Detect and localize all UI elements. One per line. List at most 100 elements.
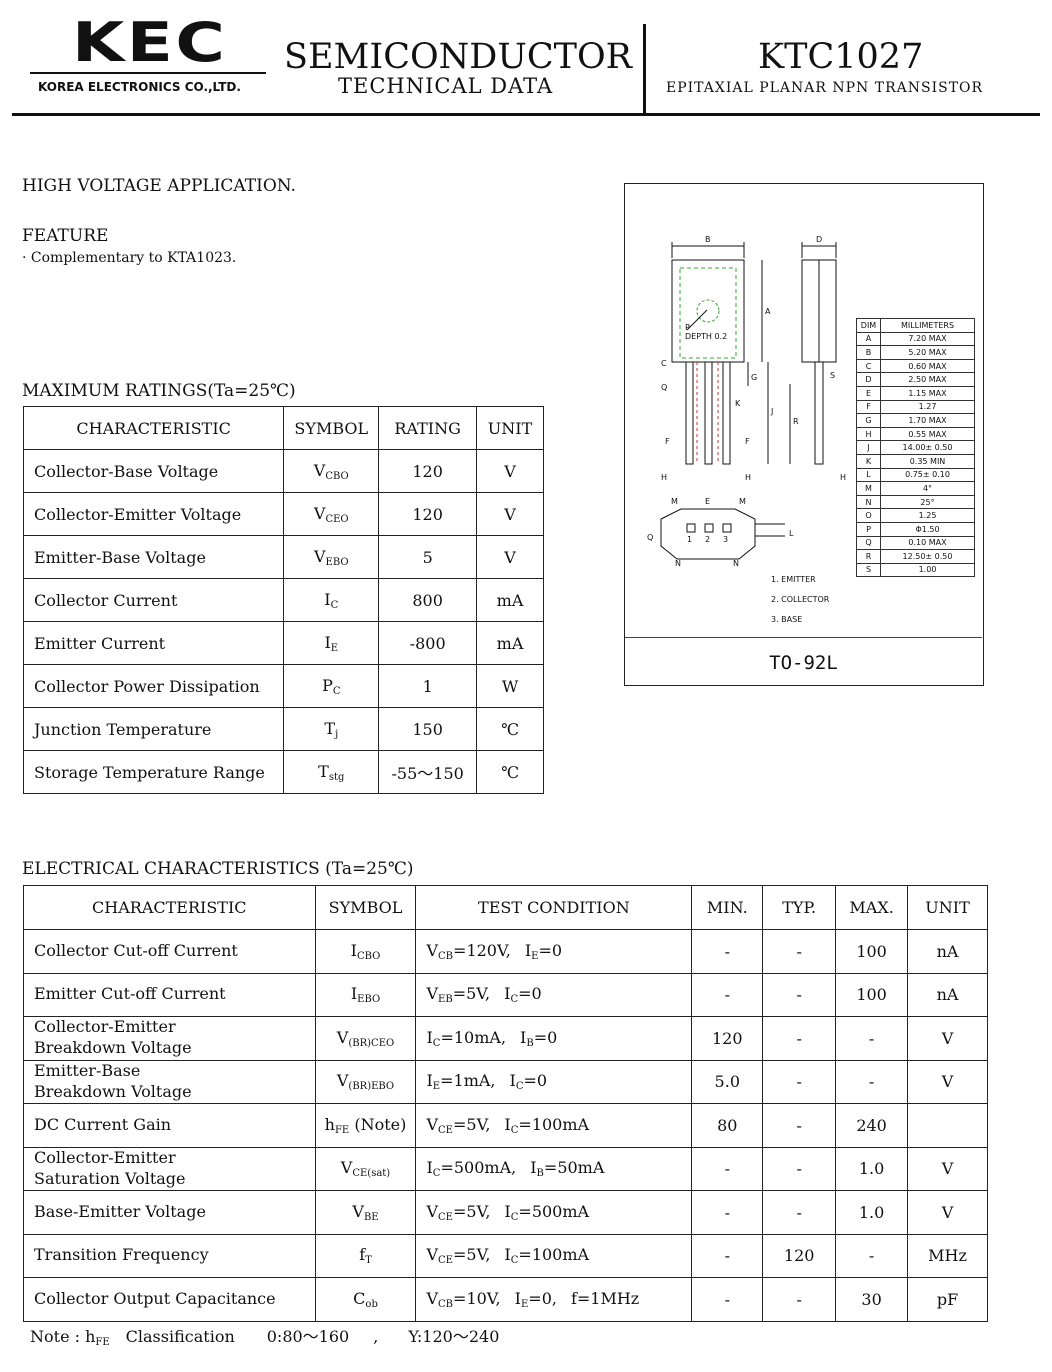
- typ-cell: -: [762, 1190, 837, 1235]
- package-name: TO-92L: [769, 652, 838, 674]
- column-header: MILLIMETERS: [880, 318, 975, 333]
- body-front: [671, 259, 745, 363]
- dim-label: M: [671, 497, 678, 506]
- note-sep: ,: [373, 1327, 379, 1346]
- max-cell: 100: [835, 929, 909, 974]
- min-cell: -: [691, 1233, 764, 1278]
- condition-value: =5V,: [452, 984, 491, 1004]
- lead-1: [685, 361, 694, 465]
- condition-sub: C: [515, 1081, 524, 1093]
- condition-term: IC=10mA,: [426, 1028, 506, 1049]
- condition-sub: C: [510, 1124, 519, 1136]
- dim-label: K: [735, 399, 741, 408]
- dim-label: G: [751, 373, 757, 382]
- symbol-base: P: [322, 675, 333, 695]
- condition-var: I: [504, 984, 511, 1004]
- condition-value: =5V,: [452, 1201, 491, 1221]
- characteristic-cell: DC Current Gain: [23, 1103, 316, 1148]
- dim-label: N: [733, 559, 739, 568]
- symbol-base: I: [350, 940, 357, 960]
- typ-cell: -: [762, 1016, 837, 1061]
- dim-label: M: [739, 497, 746, 506]
- column-header: DIM: [856, 318, 881, 333]
- condition-sub: B: [526, 1037, 534, 1049]
- condition-sub: CB: [438, 950, 454, 962]
- test-condition-cell: IC=10mA,IB=0: [415, 1016, 693, 1061]
- dim-label: C: [661, 359, 667, 368]
- dim-label: F: [745, 437, 750, 446]
- dim-letter: C: [856, 358, 881, 374]
- characteristic-line: Collector Cut-off Current: [34, 940, 238, 960]
- symbol-base: V: [313, 546, 326, 566]
- column-header: TYP.: [762, 885, 837, 930]
- symbol-suffix: (Note): [349, 1114, 407, 1134]
- header-rule: [12, 113, 1040, 116]
- condition-value: =100mA: [518, 1245, 590, 1265]
- condition-sub: C: [510, 994, 519, 1006]
- condition-value: =1MHz: [576, 1288, 640, 1308]
- unit-cell: [907, 1103, 988, 1148]
- condition-var: I: [504, 1114, 511, 1134]
- unit-cell: V: [476, 535, 544, 579]
- characteristic-line: Transition Frequency: [34, 1245, 209, 1265]
- pin-label-base: 3. BASE: [771, 615, 802, 624]
- symbol-cell: Cob: [314, 1277, 417, 1322]
- symbol-cell: VCE(sat): [314, 1146, 417, 1191]
- dim-letter: M: [856, 481, 881, 496]
- symbol-cell: VEBO: [283, 535, 380, 579]
- condition-value: =500mA,: [440, 1158, 517, 1178]
- lead-2: [704, 361, 713, 465]
- dim-value: 7.20 MAX: [880, 331, 975, 347]
- dim-value: 25°: [880, 494, 975, 510]
- condition-term: IE=0,: [515, 1289, 557, 1310]
- condition-term: IE=0: [525, 941, 562, 962]
- dim-label: Q: [647, 533, 653, 542]
- condition-sub: CE: [438, 1124, 453, 1136]
- min-cell: -: [691, 972, 764, 1017]
- note-prefix: Note : h: [30, 1327, 96, 1346]
- condition-value: =0: [518, 984, 542, 1004]
- note-class-o: 0:80～160: [266, 1327, 350, 1346]
- column-header: CHARACTERISTIC: [23, 885, 316, 930]
- dim-value: 0.55 MAX: [880, 426, 975, 442]
- condition-value: =500mA: [518, 1201, 590, 1221]
- rating-cell: 1: [378, 664, 478, 708]
- symbol-base: V: [352, 1201, 364, 1221]
- dim-letter: O: [856, 508, 881, 523]
- condition-value: =5V,: [452, 1245, 491, 1265]
- feature-heading: FEATURE: [22, 226, 109, 246]
- condition-value: =120V,: [453, 940, 511, 960]
- symbol-cell: V(BR)CEO: [314, 1016, 417, 1061]
- condition-term: VEB=5V,: [426, 984, 491, 1005]
- dim-label: J: [770, 407, 773, 416]
- symbol-sub: (BR)EBO: [348, 1081, 395, 1093]
- typ-cell: -: [762, 1059, 837, 1104]
- condition-term: VCE=5V,: [426, 1115, 490, 1136]
- symbol-cell: Tstg: [283, 750, 380, 794]
- dim-letter: D: [856, 372, 881, 387]
- typ-cell: -: [762, 972, 837, 1017]
- condition-sub: CB: [438, 1298, 454, 1310]
- part-number: KTC1027: [758, 37, 924, 77]
- logo-underline: [30, 72, 266, 74]
- symbol-base: I: [324, 589, 331, 609]
- dim-letter: E: [856, 385, 881, 401]
- symbol-cell: hFE (Note): [314, 1103, 417, 1148]
- test-condition-cell: VCB=10V,IE=0,f=1MHz: [415, 1277, 693, 1322]
- column-header: UNIT: [907, 885, 988, 930]
